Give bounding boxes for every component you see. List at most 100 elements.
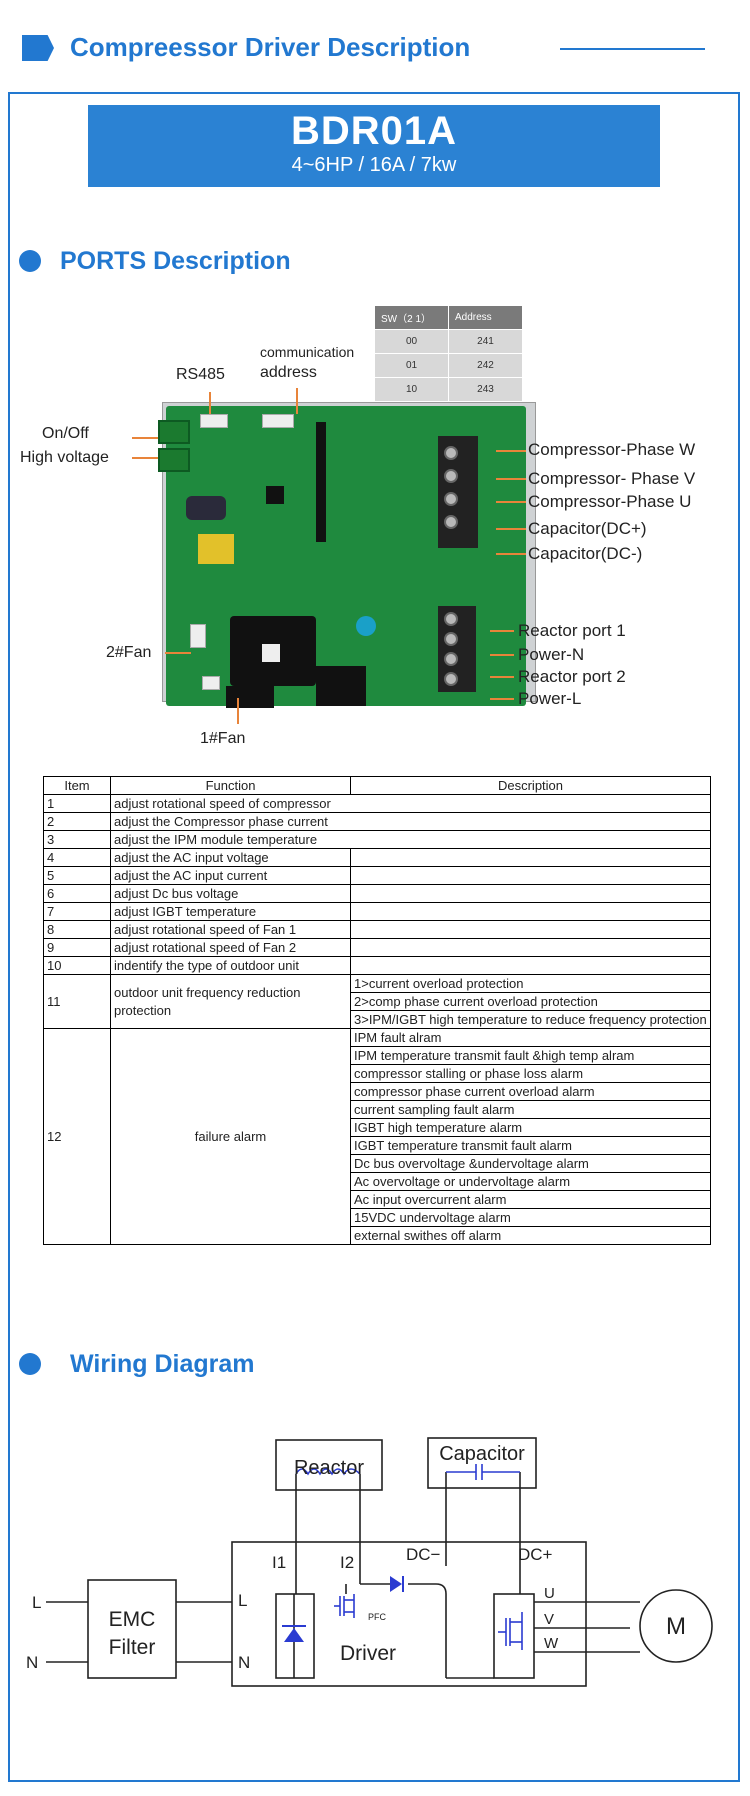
- description-cell: [350, 866, 711, 885]
- driver-l-label: L: [238, 1591, 247, 1610]
- item-cell: 3: [43, 830, 111, 849]
- description-cell: 2>comp phase current overload protection: [350, 992, 711, 1011]
- description-cell: 3>IPM/IGBT high temperature to reduce fr…: [350, 1010, 711, 1029]
- transformer: [198, 534, 234, 564]
- power-terminal-block: [438, 606, 476, 692]
- description-cell: IGBT high temperature alarm: [350, 1118, 711, 1137]
- description-cell: [350, 848, 711, 867]
- description-cell: Dc bus overvoltage &undervoltage alarm: [350, 1154, 711, 1173]
- label-phase-w: Compressor-Phase W: [528, 440, 696, 459]
- lead-line: [165, 652, 191, 654]
- capacitor-icon: [446, 1464, 520, 1480]
- item-cell: 8: [43, 920, 111, 939]
- blue-capacitor: [356, 616, 376, 636]
- label-fan1: 1#Fan: [200, 730, 246, 747]
- col-function-header: Function: [110, 776, 351, 795]
- driver-box: [231, 1541, 587, 1687]
- item-cell: 6: [43, 884, 111, 903]
- lead-line: [490, 630, 514, 632]
- table-row: 1 adjust rotational speed of compressor: [43, 794, 711, 813]
- table-row: 12 failure alarm IPM fault alram: [43, 1028, 711, 1245]
- label-communication: communication: [260, 344, 355, 360]
- reactor-label: Reactor: [294, 1457, 364, 1479]
- description-cell: compressor stalling or phase loss alarm: [350, 1064, 711, 1083]
- screw-icon: [444, 672, 458, 686]
- label-cap-plus: Capacitor(DC+): [528, 519, 647, 538]
- phase-v-label: V: [544, 1611, 554, 1628]
- reactor-box: [275, 1439, 383, 1491]
- rs485-connector: [200, 414, 228, 428]
- driver-board-photo: [158, 406, 526, 708]
- lead-line: [490, 698, 514, 700]
- function-table: Item Function Description 1 adjust rotat…: [43, 776, 711, 1245]
- item-cell: 5: [43, 866, 111, 885]
- address-cell: 241: [448, 329, 523, 354]
- description-cell: [350, 938, 711, 957]
- pfc-mosfet-icon: [334, 1594, 355, 1618]
- screw-icon: [444, 612, 458, 626]
- filter-label: Filter: [109, 1636, 156, 1659]
- phase-terminal-block: [438, 436, 478, 548]
- ports-title: PORTS Description: [60, 247, 291, 275]
- emc-label: EMC: [109, 1608, 156, 1631]
- lead-line: [132, 437, 158, 439]
- input-n-label: N: [26, 1653, 38, 1672]
- function-cell: adjust the AC input voltage: [110, 848, 351, 867]
- screw-icon: [444, 492, 458, 506]
- label-rs485: RS485: [176, 366, 225, 383]
- capacitor-label: Capacitor: [439, 1443, 525, 1465]
- sw-cell: 00: [374, 329, 449, 354]
- description-cell: Ac input overcurrent alarm: [350, 1190, 711, 1209]
- table-row: 6 adjust Dc bus voltage: [43, 884, 711, 903]
- mcu-chip: [266, 486, 284, 504]
- table-row: 5 adjust the AC input current: [43, 866, 711, 885]
- sw-cell: 01: [374, 353, 449, 378]
- col-item-header: Item: [43, 776, 111, 795]
- screw-icon: [444, 469, 458, 483]
- description-cell: IGBT temperature transmit fault alarm: [350, 1136, 711, 1155]
- table-row: 10 indentify the type of outdoor unit: [43, 956, 711, 975]
- ipm-mosfet-icon: [498, 1612, 523, 1650]
- capacitor-box: [427, 1437, 537, 1489]
- screw-icon: [444, 515, 458, 529]
- header-divider: [560, 48, 705, 50]
- label-power-n: Power-N: [518, 645, 585, 664]
- label-reactor2: Reactor port 2: [518, 667, 626, 686]
- motor-circle: [639, 1589, 713, 1663]
- function-cell: adjust IGBT temperature: [110, 902, 351, 921]
- dc-plus-label: DC+: [518, 1545, 553, 1564]
- table-row: 8 adjust rotational speed of Fan 1: [43, 920, 711, 939]
- pfc-diode-icon: [390, 1576, 404, 1592]
- phase-w-label: W: [544, 1635, 559, 1652]
- item-cell: 2: [43, 812, 111, 831]
- emc-filter-box: [87, 1579, 177, 1679]
- table-row: 4 adjust the AC input voltage: [43, 848, 711, 867]
- description-cell: [350, 902, 711, 921]
- wiring-title: Wiring Diagram: [70, 1350, 255, 1378]
- item-cell: 11: [43, 974, 111, 1029]
- description-cell: [350, 920, 711, 939]
- lead-line: [496, 553, 526, 555]
- fan2-connector: [190, 624, 206, 648]
- fan1-connector: [202, 676, 220, 690]
- ipm-module: [316, 422, 326, 542]
- item-cell: 9: [43, 938, 111, 957]
- content-frame: [8, 92, 740, 1782]
- lead-line: [209, 392, 211, 414]
- page-title: Compreessor Driver Description: [70, 32, 471, 62]
- function-cell: indentify the type of outdoor unit: [110, 956, 351, 975]
- function-cell: adjust Dc bus voltage: [110, 884, 351, 903]
- description-cell: IPM temperature transmit fault &high tem…: [350, 1046, 711, 1065]
- screw-icon: [444, 632, 458, 646]
- description-cell: Ac overvoltage or undervoltage alarm: [350, 1172, 711, 1191]
- col-description-header: Description: [350, 776, 711, 795]
- bottom-connectors: [226, 686, 274, 708]
- lead-line: [237, 698, 239, 724]
- description-cell: 1>current overload protection: [350, 974, 711, 993]
- description-cell: external swithes off alarm: [350, 1226, 711, 1245]
- label-phase-v: Compressor- Phase V: [528, 469, 696, 488]
- pfc-label: PFC: [368, 1612, 387, 1622]
- ports-bullet-icon: [19, 250, 41, 272]
- driver-n-label: N: [238, 1653, 250, 1672]
